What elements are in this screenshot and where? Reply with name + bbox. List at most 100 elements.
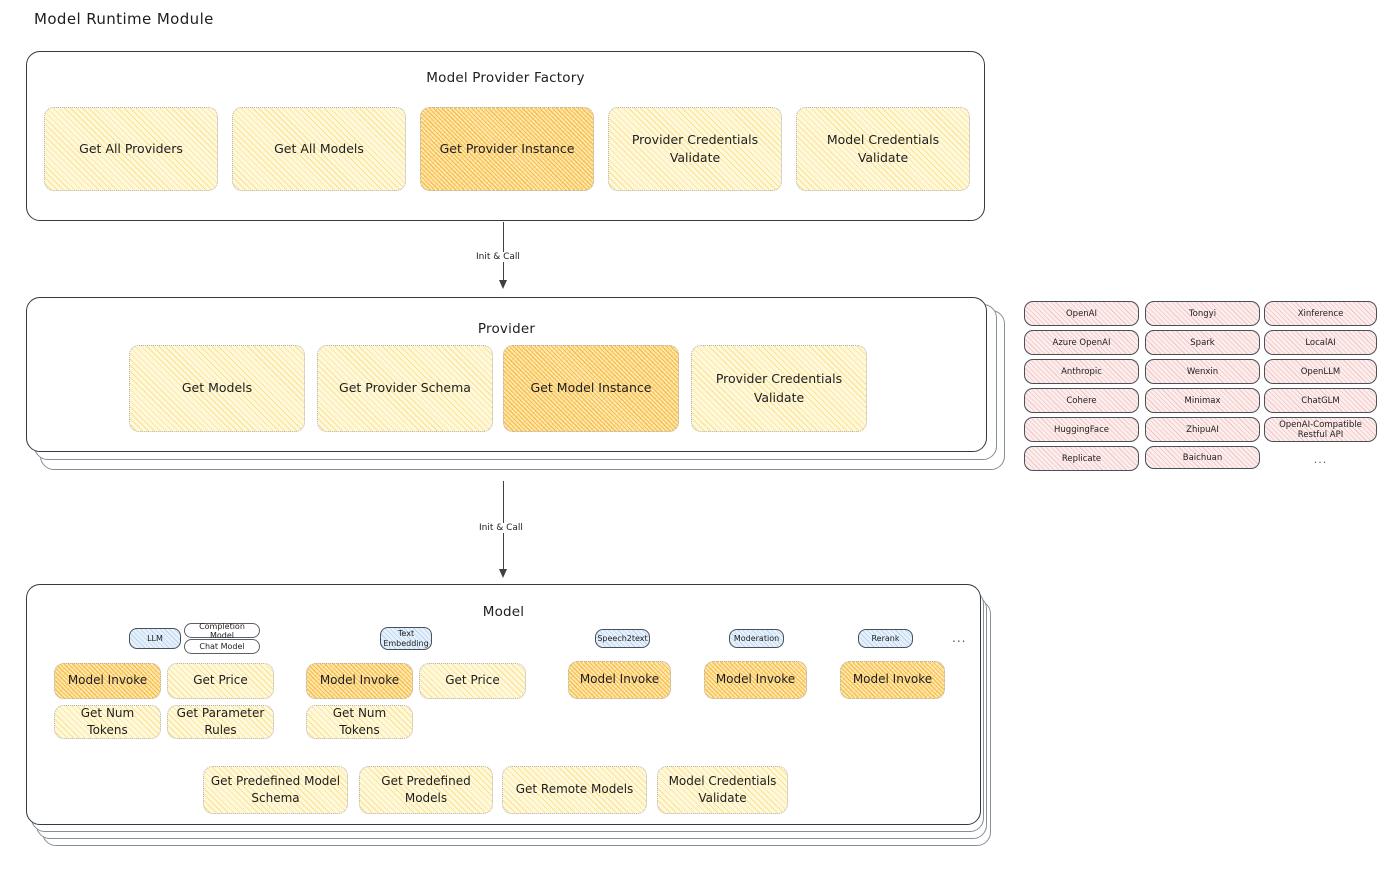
- provider-chip-label: Anthropic: [1061, 366, 1102, 377]
- provider-item-label: Provider Credentials Validate: [715, 371, 843, 405]
- provider-chip-label: Azure OpenAI: [1052, 337, 1111, 348]
- provider-chip-label: Spark: [1190, 337, 1215, 348]
- arrow-provider-to-model-label: Init & Call: [476, 523, 526, 533]
- model-panel-title: Model: [482, 604, 525, 620]
- model-type-chip-llm[interactable]: LLM: [129, 628, 181, 649]
- rerank-item-label: Model Invoke: [852, 672, 933, 687]
- text-embedding-item-label: Get Price: [445, 673, 500, 688]
- provider-chip-label: ChatGLM: [1301, 395, 1340, 406]
- speech2text-item-model-invoke[interactable]: Model Invoke: [568, 661, 671, 699]
- provider-panel-title: Provider: [477, 321, 536, 337]
- model-common-item-get-remote-models[interactable]: Get Remote Models: [502, 766, 647, 814]
- text-embedding-item-model-invoke[interactable]: Model Invoke: [306, 663, 413, 699]
- provider-chip-label: Replicate: [1061, 453, 1102, 464]
- provider-chip-label: OpenAI-Compatible Restful API: [1279, 419, 1362, 440]
- text-embedding-item-get-num-tokens[interactable]: Get Num Tokens: [306, 705, 413, 739]
- provider-chip-label: Minimax: [1184, 395, 1221, 406]
- provider-item-label: Get Model Instance: [530, 380, 652, 396]
- model-type-chip-label: LLM: [147, 633, 163, 643]
- provider-chip-label: OpenAI: [1065, 308, 1098, 319]
- model-common-item-label: Model Credentials Validate: [668, 773, 777, 805]
- llm-item-label: Get Parameter Rules: [176, 705, 265, 737]
- model-type-chip-speech2text[interactable]: Speech2text: [595, 629, 650, 648]
- model-type-chip-completion-model[interactable]: Completion Model: [184, 622, 260, 640]
- llm-item-get-parameter-rules[interactable]: Get Parameter Rules: [167, 705, 274, 739]
- provider-chip-openllm[interactable]: OpenLLM: [1264, 359, 1377, 384]
- provider-chip-azure-openai[interactable]: Azure OpenAI: [1024, 330, 1139, 355]
- provider-chip-spark[interactable]: Spark: [1145, 330, 1260, 355]
- arrow-provider-to-model-head: [498, 569, 507, 578]
- arrow-factory-to-provider-label: Init & Call: [473, 252, 523, 262]
- model-type-chip-label: Speech2text: [597, 633, 648, 643]
- model-common-item-label: Get Remote Models: [515, 782, 634, 797]
- model-type-chip-rerank[interactable]: Rerank: [858, 629, 913, 648]
- provider-chip-label: Tongyi: [1188, 308, 1217, 319]
- provider-chip-baichuan[interactable]: Baichuan: [1145, 446, 1260, 469]
- provider-item-label: Get Models: [181, 380, 253, 396]
- model-type-chip-label: Rerank: [871, 633, 900, 643]
- provider-chip-xinference[interactable]: Xinference: [1264, 301, 1377, 326]
- model-type-chip-label: Moderation: [733, 633, 780, 643]
- factory-item-label: Get All Models: [274, 140, 364, 156]
- provider-item-label: Get Provider Schema: [339, 380, 471, 396]
- provider-item-get-model-instance[interactable]: Get Model Instance: [503, 345, 679, 432]
- provider-chip-zhipuai[interactable]: ZhipuAI: [1145, 417, 1260, 442]
- provider-list-more: ...: [1313, 452, 1328, 466]
- llm-item-label: Model Invoke: [67, 673, 148, 688]
- provider-item-provider-credentials-validate[interactable]: Provider Credentials Validate: [691, 345, 867, 432]
- arrow-factory-to-provider-head: [498, 280, 507, 289]
- text-embedding-item-label: Get Num Tokens: [332, 705, 387, 737]
- provider-chip-chatglm[interactable]: ChatGLM: [1264, 388, 1377, 413]
- moderation-item-model-invoke[interactable]: Model Invoke: [704, 661, 807, 699]
- llm-item-label: Get Num Tokens: [80, 705, 135, 737]
- provider-chip-anthropic[interactable]: Anthropic: [1024, 359, 1139, 384]
- factory-item-label: Get Provider Instance: [439, 140, 575, 156]
- provider-chip-cohere[interactable]: Cohere: [1024, 388, 1139, 413]
- provider-item-get-provider-schema[interactable]: Get Provider Schema: [317, 345, 493, 432]
- factory-item-label: Provider Credentials Validate: [631, 131, 759, 165]
- factory-item-label: Model Credentials Validate: [826, 131, 940, 165]
- provider-chip-minimax[interactable]: Minimax: [1145, 388, 1260, 413]
- factory-item-label: Get All Providers: [79, 140, 183, 156]
- provider-chip-tongyi[interactable]: Tongyi: [1145, 301, 1260, 326]
- provider-chip-label: ZhipuAI: [1186, 424, 1219, 435]
- provider-chip-label: Baichuan: [1182, 452, 1223, 463]
- factory-item-model-credentials-validate[interactable]: Model Credentials Validate: [796, 107, 970, 191]
- model-common-item-model-credentials-validate[interactable]: Model Credentials Validate: [657, 766, 788, 814]
- provider-chip-huggingface[interactable]: HuggingFace: [1024, 417, 1139, 442]
- provider-chip-openai[interactable]: OpenAI: [1024, 301, 1139, 326]
- provider-chip-openai-compatible-restful-api[interactable]: OpenAI-Compatible Restful API: [1264, 417, 1377, 442]
- factory-item-get-all-models[interactable]: Get All Models: [232, 107, 406, 191]
- model-groups-more: ...: [952, 631, 967, 645]
- model-type-chip-chat-model[interactable]: Chat Model: [184, 639, 260, 654]
- provider-chip-wenxin[interactable]: Wenxin: [1145, 359, 1260, 384]
- provider-chip-label: OpenLLM: [1300, 366, 1341, 377]
- llm-item-label: Get Price: [193, 673, 248, 688]
- factory-item-get-provider-instance[interactable]: Get Provider Instance: [420, 107, 594, 191]
- provider-item-get-models[interactable]: Get Models: [129, 345, 305, 432]
- factory-item-provider-credentials-validate[interactable]: Provider Credentials Validate: [608, 107, 782, 191]
- provider-chip-label: Cohere: [1066, 395, 1097, 406]
- llm-item-get-num-tokens[interactable]: Get Num Tokens: [54, 705, 161, 739]
- provider-chip-label: Xinference: [1297, 308, 1344, 319]
- rerank-item-model-invoke[interactable]: Model Invoke: [840, 661, 945, 699]
- page-title: Model Runtime Module: [34, 10, 214, 28]
- provider-chip-label: LocalAI: [1305, 337, 1336, 348]
- provider-chip-replicate[interactable]: Replicate: [1024, 446, 1139, 471]
- model-type-chip-label: Text Embedding: [383, 628, 429, 648]
- model-common-item-get-predefined-model-schema[interactable]: Get Predefined Model Schema: [203, 766, 348, 814]
- model-type-chip-text-embedding[interactable]: Text Embedding: [380, 627, 432, 650]
- model-common-item-get-predefined-models[interactable]: Get Predefined Models: [359, 766, 493, 814]
- llm-item-get-price[interactable]: Get Price: [167, 663, 274, 699]
- moderation-item-label: Model Invoke: [715, 672, 796, 687]
- text-embedding-item-label: Model Invoke: [319, 673, 400, 688]
- model-type-chip-label: Chat Model: [199, 642, 245, 651]
- factory-item-get-all-providers[interactable]: Get All Providers: [44, 107, 218, 191]
- provider-chip-label: Wenxin: [1186, 366, 1219, 377]
- provider-chip-label: HuggingFace: [1054, 424, 1109, 435]
- llm-item-model-invoke[interactable]: Model Invoke: [54, 663, 161, 699]
- model-type-chip-moderation[interactable]: Moderation: [729, 629, 784, 648]
- provider-chip-localai[interactable]: LocalAI: [1264, 330, 1377, 355]
- text-embedding-item-get-price[interactable]: Get Price: [419, 663, 526, 699]
